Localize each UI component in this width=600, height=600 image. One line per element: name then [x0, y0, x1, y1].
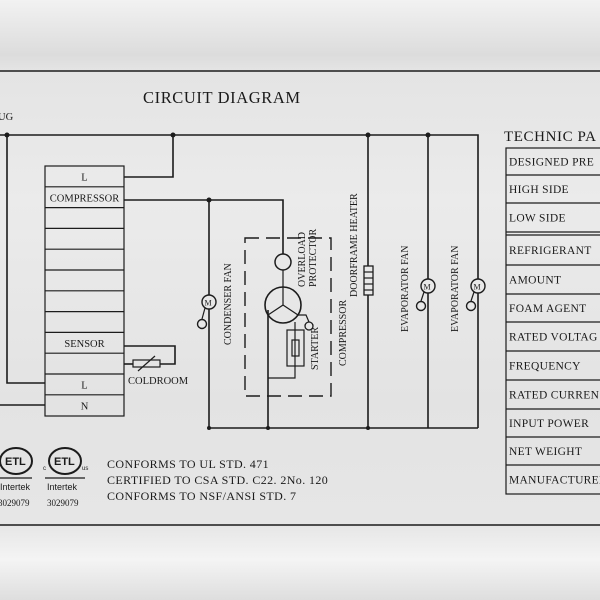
etl-logo-1: ETL Intertek 3029079: [0, 447, 33, 508]
terminal-label: COMPRESSOR: [50, 193, 119, 204]
table-row-label: HIGH SIDE: [509, 184, 569, 196]
overload-protector-icon: [274, 253, 292, 271]
table-row-label: MANUFACTURED: [509, 475, 600, 487]
table-row-label: RATED VOLTAG: [509, 332, 598, 344]
table-row-label: FREQUENCY: [509, 361, 581, 373]
motor-symbol: M: [474, 283, 481, 292]
motor-symbol: M: [424, 283, 431, 292]
terminal-label: N: [81, 401, 89, 412]
cert-line-nsf: CONFORMS TO NSF/ANSI STD. 7: [107, 489, 296, 503]
etl-number: 3029079: [0, 498, 30, 508]
protector-label: PROTECTOR: [308, 229, 319, 287]
table-row-label: AMOUNT: [509, 275, 561, 287]
terminal-label: SENSOR: [64, 339, 104, 350]
technic-table-title: TECHNIC PA: [504, 129, 597, 145]
condenser-fan-label: CONDENSER FAN: [223, 263, 234, 345]
table-row-label: REFRIGERANT: [509, 245, 592, 257]
cert-line-ul: CONFORMS TO UL STD. 471: [107, 457, 269, 471]
compressor-assembly: OVERLOAD PROTECTOR STARTER COMPRESSOR: [244, 229, 349, 397]
evaporator-fan-label: EVAPORATOR FAN: [450, 246, 461, 332]
etl-mark: ETL: [5, 456, 26, 468]
plug-label: UG: [0, 112, 14, 123]
starter-label: STARTER: [310, 327, 321, 370]
etl-us-mark: us: [82, 466, 88, 472]
terminal-label: L: [81, 173, 87, 184]
doorframe-heater: DOORFRAME HEATER: [349, 193, 374, 297]
cert-line-csa: CERTIFIED TO CSA STD. C22. 2No. 120: [107, 473, 328, 487]
ground-icon: [415, 300, 427, 312]
etl-c-mark: c: [43, 466, 46, 472]
compressor-label: COMPRESSOR: [338, 300, 349, 366]
table-row-label: INPUT POWER: [509, 418, 589, 430]
evaporator-fan-1: M EVAPORATOR FAN: [400, 246, 436, 332]
table-row-label: FOAM AGENT: [509, 303, 586, 315]
ground-icon: [196, 318, 208, 330]
table-row-label: DESIGNED PRE: [509, 157, 594, 169]
ground-icon: [304, 321, 314, 331]
overload-label: OVERLOAD: [297, 232, 308, 287]
evaporator-fan-label: EVAPORATOR FAN: [400, 246, 411, 332]
doorframe-heater-label: DOORFRAME HEATER: [349, 193, 360, 297]
condenser-fan-motor: M CONDENSER FAN: [196, 263, 234, 345]
intertek-label: Intertek: [0, 482, 31, 492]
intertek-label: Intertek: [47, 482, 78, 492]
ground-icon: [465, 300, 477, 312]
etl-mark: ETL: [54, 456, 75, 468]
table-row-label: RATED CURREN: [509, 390, 600, 402]
table-row-label: NET WEIGHT: [509, 446, 582, 458]
coldroom-sensor: COLDROOM: [128, 355, 189, 387]
etl-logo-2: ETL c us Intertek 3029079: [43, 447, 88, 508]
coldroom-label: COLDROOM: [128, 376, 189, 387]
evaporator-fan-2: M EVAPORATOR FAN: [450, 246, 486, 332]
motor-symbol: M: [205, 299, 212, 308]
etl-number: 3029079: [47, 498, 79, 508]
terminal-label: L: [81, 381, 87, 392]
technic-parameters-table: DESIGNED PRE HIGH SIDE LOW SIDE REFRIGERANT…: [505, 147, 600, 495]
table-row-label: LOW SIDE: [509, 213, 566, 225]
diagram-title: CIRCUIT DIAGRAM: [143, 88, 301, 107]
